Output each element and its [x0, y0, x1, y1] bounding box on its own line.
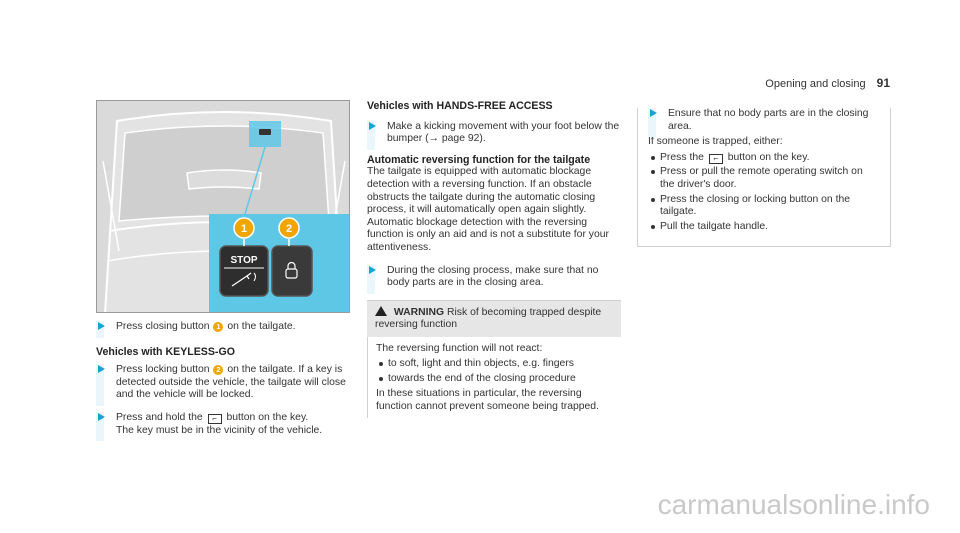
warning-bullets: to soft, light and thin objects, e.g. fi… [376, 358, 613, 385]
warning-box: WARNING Risk of becoming trapped despite… [367, 299, 621, 418]
list-item: Press or pull the remote operating switc… [648, 166, 880, 191]
column-left: STOP 1 2 Press closing button 1 on the t… [96, 100, 350, 442]
callout-2: 2 [286, 223, 292, 235]
page-header: Opening and closing 91 [765, 76, 890, 90]
heading-automatic-reversing: Automatic reversing function for the tai… [367, 153, 591, 166]
step-arrow-icon [98, 365, 105, 374]
callout-badge-1: 1 [213, 322, 224, 332]
column-middle: Vehicles with HANDS-FREE ACCESS Make a k… [367, 100, 621, 418]
list-item: towards the end of the closing procedure [376, 373, 613, 386]
list-item: Pull the tailgate handle. [648, 221, 880, 234]
heading-hands-free-access: Vehicles with HANDS-FREE ACCESS [367, 100, 553, 112]
step-arrow-icon [98, 322, 105, 330]
tailgate-image: STOP 1 2 [97, 101, 349, 312]
reversing-paragraph: The tailgate is equipped with automatic … [367, 166, 610, 253]
tailgate-key-icon: ⌐ [708, 153, 723, 164]
step-press-locking-button: Press locking button 2 on the tailgate. … [96, 364, 350, 406]
list-item: Press the closing or locking button on t… [648, 194, 880, 219]
tailgate-illustration: STOP 1 2 [96, 100, 350, 313]
watermark: carmanualsonline.info [657, 489, 930, 520]
warning-title: WARNING [393, 306, 445, 318]
callout-1: 1 [241, 223, 247, 235]
warning-text: Risk of becoming trapped despite reversi… [375, 306, 602, 331]
step-arrow-icon [369, 121, 376, 130]
stop-label: STOP [230, 255, 257, 266]
list-item: Press the ⌐ button on the key. [648, 152, 880, 165]
trapped-bullets: Press the ⌐ button on the key. Press or … [648, 152, 880, 234]
warning-body: The reversing function will not react: t… [367, 336, 621, 418]
step-arrow-icon [369, 265, 376, 274]
tailgate-key-icon: ⌐ [207, 413, 222, 424]
step-closing-process: During the closing process, make sure th… [367, 264, 621, 294]
step-ensure-no-body-parts: Ensure that no body parts are in the clo… [648, 108, 880, 138]
warning-header: WARNING Risk of becoming trapped despite… [367, 300, 621, 337]
step-arrow-icon [650, 109, 657, 117]
warning-triangle-icon [375, 305, 387, 316]
column-right: Ensure that no body parts are in the clo… [637, 100, 891, 248]
step-arrow-icon [98, 412, 105, 421]
heading-keyless-go: Vehicles with KEYLESS-GO [96, 345, 235, 358]
page-number: 91 [876, 76, 890, 90]
step-kicking-movement: Make a kicking movement with your foot b… [367, 120, 621, 150]
callout-badge-2: 2 [213, 365, 224, 376]
section-title: Opening and closing [765, 78, 866, 90]
trapped-box: Ensure that no body parts are in the clo… [637, 108, 891, 248]
step-press-closing-button: Press closing button 1 on the tailgate. [96, 321, 350, 338]
list-item: to soft, light and thin objects, e.g. fi… [376, 358, 613, 371]
step-press-and-hold-key: Press and hold the ⌐ button on the key. … [96, 411, 350, 442]
